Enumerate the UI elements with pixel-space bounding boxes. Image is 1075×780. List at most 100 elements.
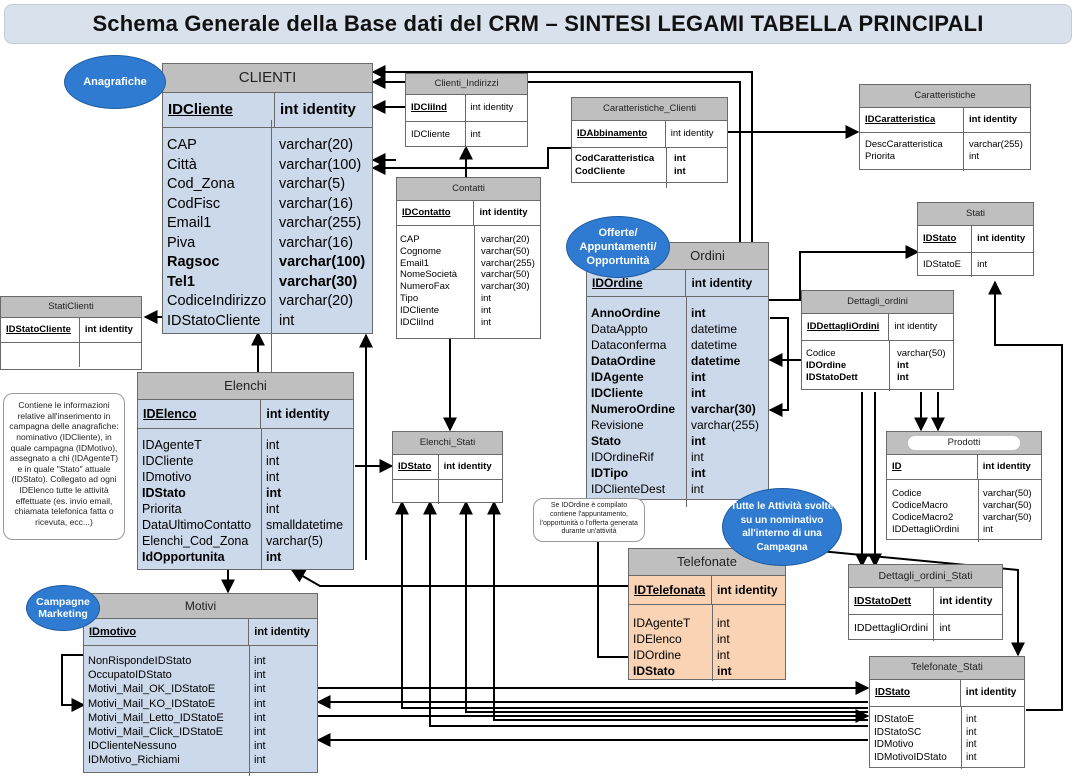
bubble-attivita: Tutte le Attività svolte su un nominativ… <box>722 488 842 566</box>
table-dettagli-ordini: Dettagli_ordini IDDettagliOrdini int ide… <box>801 290 954 391</box>
note-ordini: Se IDOrdine è compilato contiene l'appun… <box>533 498 645 542</box>
pk-type: int identity <box>84 324 133 335</box>
pk-name: IDCliInd <box>406 95 466 121</box>
pk-row: IDDettagliOrdini int identity <box>802 314 953 341</box>
pk-row: IDStato int identity <box>870 680 1024 707</box>
pk-type: int identity <box>691 276 753 290</box>
table-title: Elenchi <box>138 373 353 400</box>
pk-name: IDCliente <box>163 93 275 127</box>
pk-name: IDOrdine <box>587 270 687 296</box>
table-dettagli-ordini-stati: Dettagli_ordini_Stati IDStatoDett int id… <box>848 564 1003 641</box>
table-title: Motivi <box>84 594 317 619</box>
page-title-banner: Schema Generale della Base dati del CRM … <box>4 4 1072 44</box>
pk-row: IDmotivo int identity <box>84 619 317 646</box>
pk-row: IDContatto int identity <box>397 201 540 226</box>
pk-name: IDDettagliOrdini <box>802 314 890 340</box>
bubble-anagrafiche: Anagrafiche <box>64 55 166 109</box>
pk-type: int identity <box>977 233 1026 244</box>
pk-name: ID <box>887 455 978 479</box>
pk-type: int identity <box>965 687 1017 698</box>
pk-type: int identity <box>266 407 330 421</box>
table-title-text: Prodotti <box>907 436 1021 450</box>
pk-row: IDCliente int identity <box>163 93 372 128</box>
field-row: IDCliente int <box>406 122 527 148</box>
pk-row: IDStato int identity <box>393 455 502 480</box>
table-title: CLIENTI <box>163 64 372 93</box>
pk-type: int identity <box>470 102 514 113</box>
pk-name: IDStato <box>918 226 973 252</box>
note-elenchi: Contiene le informazioni relative all'in… <box>3 393 125 540</box>
pk-row: IDCliInd int identity <box>406 95 527 122</box>
pk-name: IDStatoDett <box>849 588 935 614</box>
link-telstati-stati <box>988 280 1063 711</box>
pk-type: int identity <box>716 583 778 597</box>
pk-type: int identity <box>670 128 714 139</box>
link-tel-telstati <box>809 549 1025 657</box>
bubble-offerte: Offerte/ Appuntamenti/ Opportunità <box>566 216 670 278</box>
pk-name: IDElenco <box>138 400 262 428</box>
table-stati-clienti: StatiClienti IDStatoCliente int identity <box>0 296 142 370</box>
table-title: Elenchi_Stati <box>393 432 502 455</box>
pk-name: IDStato <box>870 680 961 706</box>
table-title: Prodotti <box>887 432 1041 455</box>
pk-row: IDElenco int identity <box>138 400 353 429</box>
table-telefonate-stati: Telefonate_Stati IDStato int identity ID… <box>869 656 1025 769</box>
link-tel-elenchi <box>290 569 628 587</box>
link-tel-ordini <box>591 498 628 658</box>
pk-type: int identity <box>254 626 310 638</box>
link-carcli-clienti <box>371 147 571 175</box>
pk-row: IDCaratteristica int identity <box>860 108 1030 133</box>
pk-name: IDAbbinamento <box>572 121 666 147</box>
pk-type: int identity <box>982 461 1031 472</box>
pk-row: IDAbbinamento int identity <box>572 121 727 148</box>
table-telefonate: Telefonate IDTelefonata int identity IDA… <box>628 548 786 681</box>
empty-row <box>1 343 141 367</box>
pk-type: int identity <box>280 101 356 118</box>
table-title: Dettagli_ordini <box>802 291 953 314</box>
link-motivi-self <box>61 654 86 712</box>
link-telstati-elenchistati-3 <box>459 500 868 713</box>
table-motivi: Motivi IDmotivo int identity NonRisponde… <box>83 593 318 776</box>
pk-row: ID int identity <box>887 455 1041 480</box>
table-title: Stati <box>918 203 1033 226</box>
pk-type: int identity <box>443 461 492 472</box>
pk-type: int identity <box>479 207 528 218</box>
pk-name: IDCaratteristica <box>860 108 964 132</box>
pk-name: IDStatoCliente <box>1 318 80 342</box>
table-stati: Stati IDStato int identity IDStatoE int <box>917 202 1034 277</box>
field-row: IDStatoE int <box>918 253 1033 277</box>
pk-name: IDStato <box>393 455 439 479</box>
pk-type: int identity <box>969 114 1018 125</box>
table-title: Caratteristiche_Clienti <box>572 98 727 121</box>
link-ordini-stati <box>768 245 920 301</box>
pk-type: int identity <box>939 595 993 607</box>
link-telstati-elenchistati-2 <box>423 500 868 727</box>
table-elenchi-stati: Elenchi_Stati IDStato int identity <box>392 431 503 504</box>
table-title: Dettagli_ordini_Stati <box>849 565 1002 588</box>
link-telstati-elenchistati-1 <box>395 500 868 709</box>
